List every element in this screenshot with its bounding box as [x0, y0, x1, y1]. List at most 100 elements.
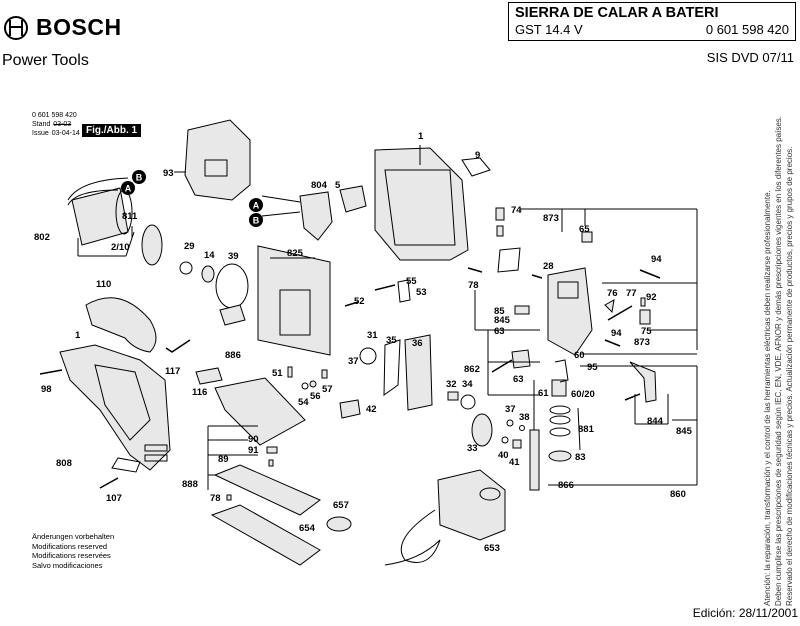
- label-56: 56: [310, 391, 321, 402]
- label-5: 5: [335, 180, 341, 191]
- svg-text:A: A: [125, 184, 132, 194]
- bracket-63: [511, 349, 531, 369]
- leader-lines: [207, 208, 698, 490]
- label-55: 55: [406, 276, 417, 287]
- spring-74: [495, 207, 505, 221]
- sleeve-873: [496, 225, 504, 237]
- issue-label: Issue: [32, 130, 49, 137]
- label-53: 53: [416, 287, 427, 298]
- washer-40: [501, 436, 509, 444]
- bosch-logo: BOSCH: [4, 14, 122, 41]
- ring-881b: [549, 415, 571, 425]
- plunger-866: [529, 429, 540, 491]
- label-78-bottom: 78: [210, 493, 221, 504]
- modifications-es: Salvo modificaciones: [32, 560, 103, 570]
- ring-881a: [549, 405, 571, 415]
- label-2-10: 2/10: [111, 242, 130, 253]
- label-657: 657: [333, 500, 349, 511]
- ring-29: [179, 261, 193, 275]
- part-42: [339, 399, 361, 419]
- svg-text:B: B: [253, 216, 260, 226]
- label-41: 41: [509, 457, 520, 468]
- label-61: 61: [538, 388, 549, 399]
- label-873-right: 873: [634, 337, 650, 348]
- label-825: 825: [287, 248, 304, 259]
- label-83: 83: [575, 452, 586, 463]
- part-labels: 93 802 2/10 811 29 14 39 804 5 1 9 825 5…: [34, 131, 693, 554]
- switch-assembly: [261, 185, 367, 241]
- meta-part-number: 0 601 598 420: [32, 112, 77, 119]
- label-92: 92: [646, 292, 657, 303]
- product-title: SIERRA DE CALAR A BATERI: [515, 5, 719, 21]
- handle-cover-110: [85, 297, 157, 353]
- housing-left: [59, 344, 171, 471]
- label-808: 808: [56, 458, 72, 469]
- disc-31: [359, 347, 377, 365]
- washer-56: [309, 380, 317, 388]
- ring-34: [460, 394, 476, 410]
- roller-lever-844: [629, 361, 657, 403]
- label-802: 802: [34, 232, 50, 243]
- label-74: 74: [511, 205, 522, 216]
- label-34: 34: [462, 379, 473, 390]
- bracket-53: [397, 279, 411, 303]
- bushing-60-20: [551, 379, 567, 397]
- stand-row: Stand 03-03: [32, 120, 80, 129]
- label-860: 860: [670, 489, 686, 500]
- label-60-20: 60/20: [571, 389, 595, 400]
- label-33: 33: [467, 443, 478, 454]
- label-57: 57: [322, 384, 333, 395]
- label-36: 36: [412, 338, 423, 349]
- screw-98: [39, 369, 63, 375]
- label-845-top: 845: [494, 315, 511, 326]
- label-37-upper: 37: [348, 356, 359, 367]
- connector-b-motor: B: [132, 170, 146, 184]
- cap-65: [581, 231, 593, 243]
- label-38: 38: [519, 412, 530, 423]
- spring-76: [604, 299, 615, 314]
- hex-key-117: [165, 339, 191, 353]
- pin-28: [531, 274, 543, 279]
- vertical-legal-notes: Atención: la reparación, transformación …: [762, 86, 795, 606]
- bushing-41: [512, 439, 522, 449]
- label-93: 93: [163, 168, 174, 179]
- label-881: 881: [578, 424, 595, 435]
- screw-78b: [226, 494, 232, 501]
- label-14: 14: [204, 250, 215, 261]
- screw-94b: [604, 339, 621, 347]
- label-52: 52: [354, 296, 365, 307]
- rod-77: [607, 305, 633, 321]
- label-845-right: 845: [676, 426, 693, 437]
- issue-value: 03-04-14: [51, 130, 80, 137]
- label-65: 65: [579, 224, 590, 235]
- label-29: 29: [184, 241, 195, 252]
- title-block: SIERRA DE CALAR A BATERI GST 14.4 V 0 60…: [508, 2, 796, 41]
- label-9: 9: [475, 150, 480, 161]
- label-110: 110: [96, 279, 111, 290]
- product-part-number: 0 601 598 420: [705, 22, 789, 37]
- bearing-14: [201, 265, 215, 283]
- label-94-top: 94: [651, 254, 662, 265]
- bosch-armature-icon: [4, 15, 28, 40]
- label-653: 653: [484, 543, 500, 554]
- modifications-en: Modifications reserved: [32, 541, 108, 551]
- plate-825: [257, 245, 331, 356]
- gear-housing: [547, 267, 593, 356]
- pin-51: [287, 366, 293, 378]
- pin-52: [344, 301, 359, 307]
- label-28: 28: [543, 261, 554, 272]
- bracket-873: [497, 247, 521, 273]
- label-85: 85: [494, 306, 505, 317]
- label-39: 39: [228, 251, 239, 262]
- label-91: 91: [248, 445, 259, 456]
- label-63-lower: 63: [513, 374, 524, 385]
- legal-note-1: Atención: la reparación, transformación …: [763, 190, 772, 606]
- label-1-left: 1: [75, 330, 81, 341]
- label-888: 888: [182, 479, 198, 490]
- label-116: 116: [192, 387, 207, 398]
- label-95: 95: [587, 362, 598, 373]
- label-94-bottom: 94: [611, 328, 622, 339]
- label-89: 89: [218, 454, 229, 465]
- wire-95: [554, 359, 569, 383]
